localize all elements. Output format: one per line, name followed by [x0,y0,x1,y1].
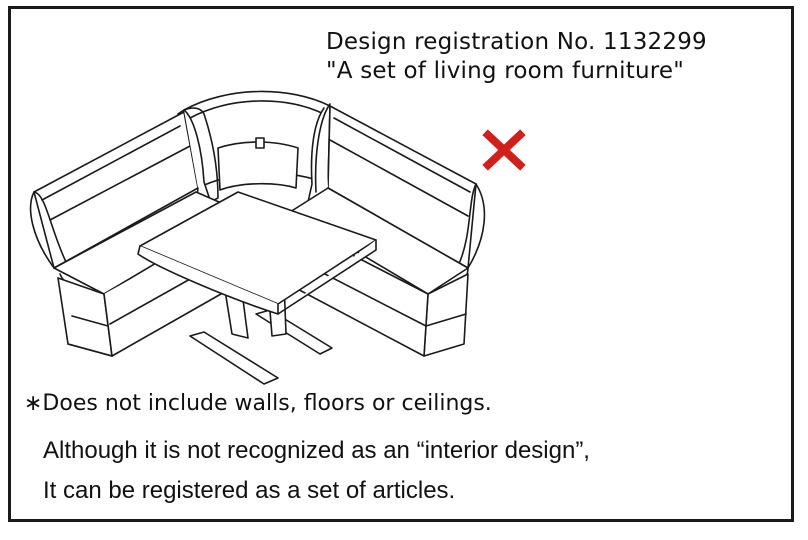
explanation-line-1: Although it is not recognized as an “int… [43,437,590,464]
explanation-line-2: It can be registered as a set of article… [43,477,456,504]
design-registration-number: Design registration No. 1132299 [326,29,707,55]
x-mark-icon [482,129,526,171]
design-article-name: "A set of living room furniture" [326,58,685,84]
corner-bench-with-table-illustration [29,90,486,385]
exclusion-note: ∗Does not include walls, floors or ceili… [24,391,492,416]
